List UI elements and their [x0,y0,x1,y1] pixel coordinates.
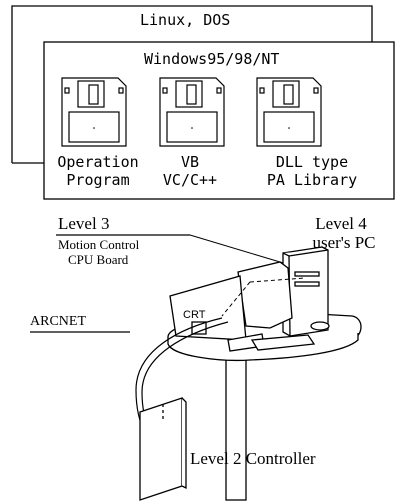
dll-pa-library-label: DLL type PA Library [242,153,382,189]
level2-controller-label: Level 2 Controller [190,449,316,469]
level4-label: Level 4 user's PC [296,214,406,252]
controller-box-illustration [140,398,186,500]
operation-program-label: Operation Program [48,153,148,189]
level3-label: Level 3 [58,214,109,234]
floppy-disk-icon [160,78,224,146]
inner-box-title: Windows95/98/NT [144,50,279,68]
arcnet-label: ARCNET [30,314,86,330]
vb-vc-label: VB VC/C++ [148,153,232,189]
outer-box-title: Linux, DOS [140,11,230,29]
floppy-disk-icon [257,78,321,146]
crt-label: CRT [183,309,205,321]
motion-control-label: Motion Control CPU Board [58,237,139,267]
floppy-disk-icon [62,78,126,146]
